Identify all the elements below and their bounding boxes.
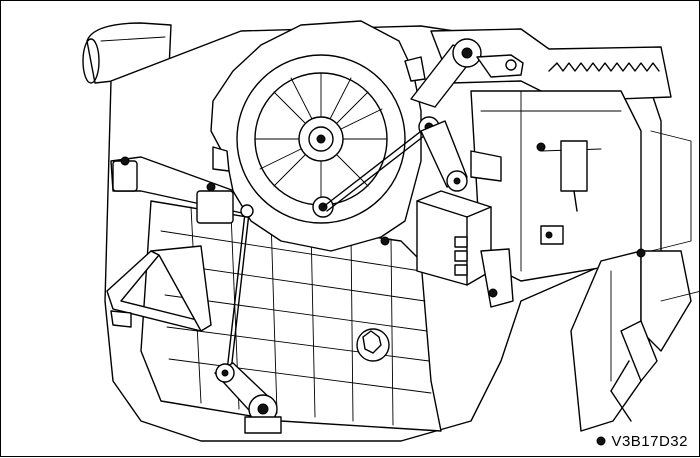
mounting-bracket	[106, 156, 252, 332]
upper-link-arm	[410, 38, 524, 108]
lower-control-rod	[226, 204, 254, 372]
lower-door-lever	[214, 362, 282, 434]
figure-reference-code: V3B17D32	[608, 433, 691, 450]
mode-door-cam	[210, 20, 426, 252]
actuator-motor	[416, 150, 514, 308]
fastener-bolts	[380, 142, 646, 446]
upper-control-rod	[322, 116, 468, 212]
